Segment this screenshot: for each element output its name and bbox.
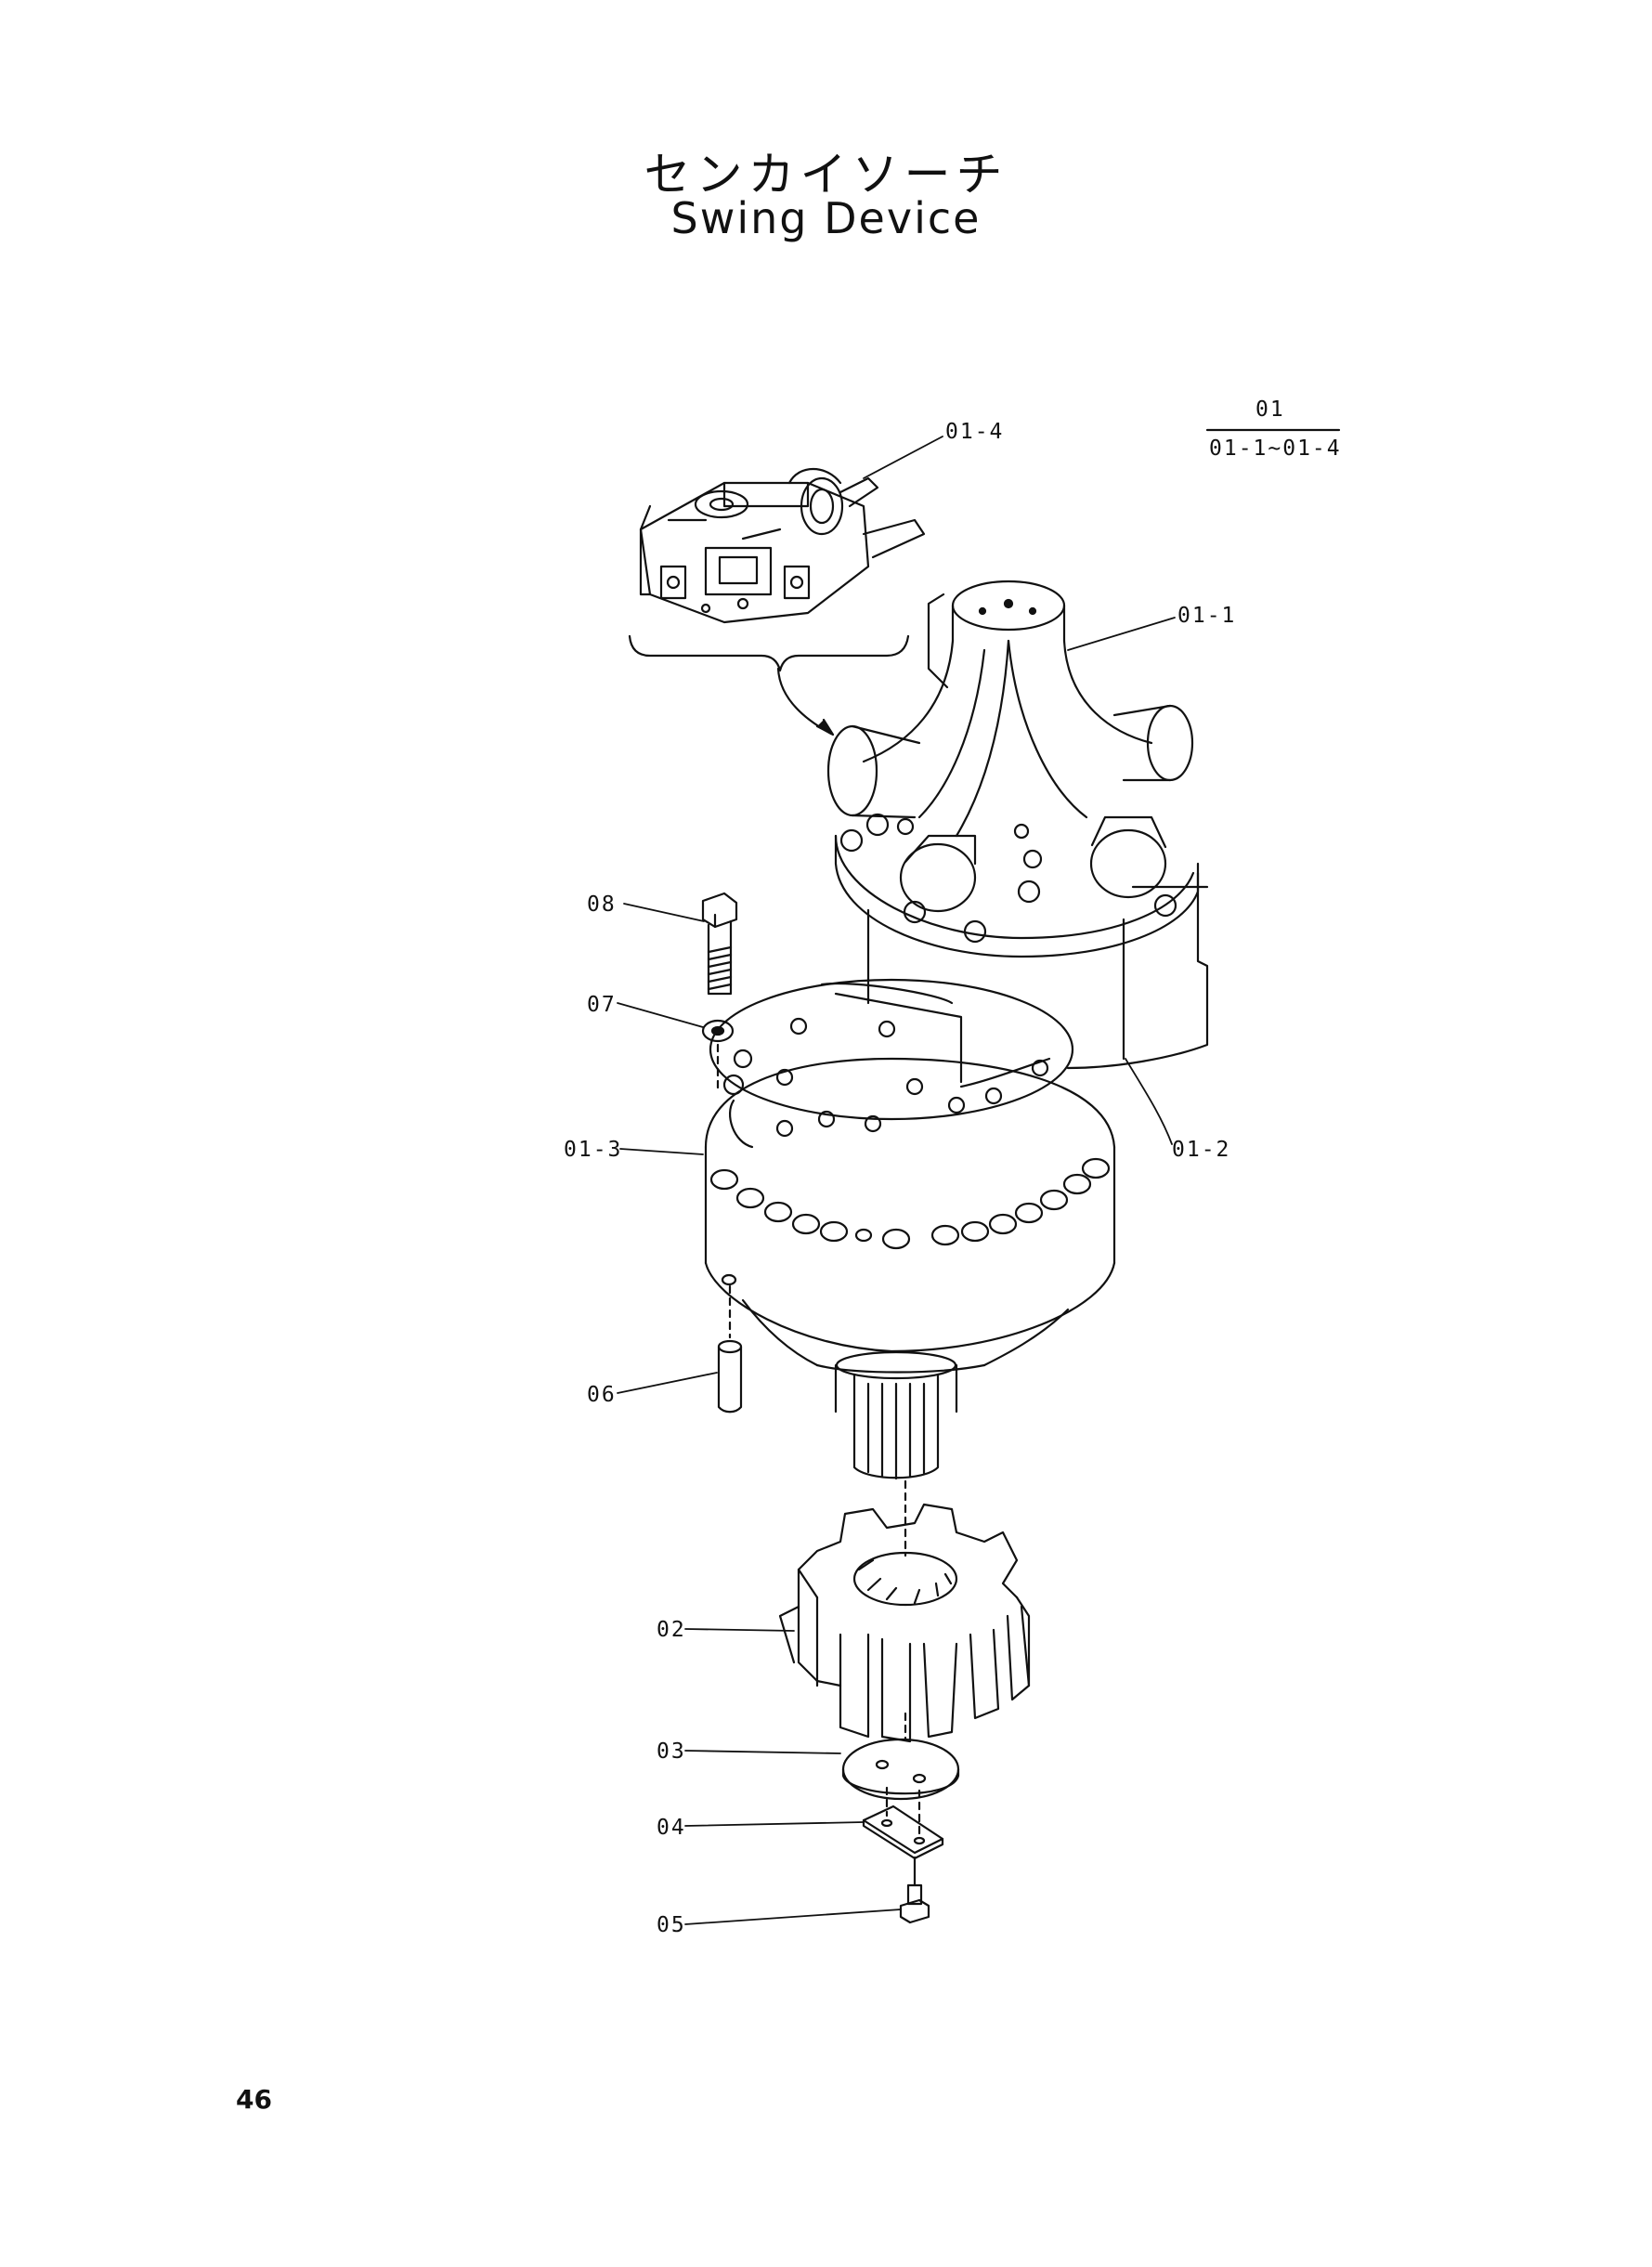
page-title-japanese: センカイソーチ	[644, 148, 1008, 202]
callout-04: 04	[657, 1816, 686, 1840]
leader-01-4	[863, 436, 943, 479]
callout-08: 08	[587, 892, 617, 917]
assembly-number: 01	[1255, 397, 1285, 422]
page-number: 46	[236, 2084, 272, 2115]
lock-plate-part-04	[862, 1804, 944, 1860]
leader-02	[684, 1628, 795, 1632]
valve-bracket	[628, 634, 910, 672]
callout-07: 07	[587, 993, 617, 1017]
screw-part-05	[899, 1856, 930, 1924]
leader-04	[684, 1821, 865, 1827]
leader-01-1	[1067, 617, 1176, 651]
brake-valve-part-01-4	[639, 468, 926, 624]
mounting-arrow-head	[815, 718, 835, 736]
callout-02: 02	[657, 1618, 686, 1642]
page-title-english: Swing Device	[670, 193, 982, 243]
leader-lines	[617, 436, 1176, 1925]
pin-part-06	[717, 1339, 743, 1414]
callout-06: 06	[587, 1383, 617, 1407]
assembly-range: 01-1~01-4	[1209, 436, 1342, 461]
leader-07	[617, 1002, 704, 1028]
leader-01-3	[619, 1148, 704, 1155]
pinion-gear-part-02	[778, 1503, 1031, 1743]
leader-06	[617, 1372, 718, 1394]
plate-part-03	[841, 1738, 960, 1801]
callout-01-4: 01-4	[945, 420, 1005, 444]
leader-05	[684, 1909, 902, 1925]
callout-01-1: 01-1	[1177, 604, 1237, 628]
callout-01-2: 01-2	[1172, 1138, 1231, 1162]
bolt-part-08	[701, 892, 738, 996]
washer-part-07	[701, 1019, 735, 1043]
leader-03	[684, 1750, 841, 1754]
hydraulic-motor-part-01-1	[826, 580, 1200, 958]
callout-01-3: 01-3	[564, 1138, 623, 1162]
callout-05: 05	[657, 1913, 686, 1937]
reduction-gear-part-01-3	[704, 978, 1116, 1480]
leader-08	[623, 903, 705, 922]
callout-03: 03	[657, 1739, 686, 1764]
leader-01-2	[1125, 1058, 1173, 1145]
motor-housing-part-01-2	[866, 871, 1209, 1088]
